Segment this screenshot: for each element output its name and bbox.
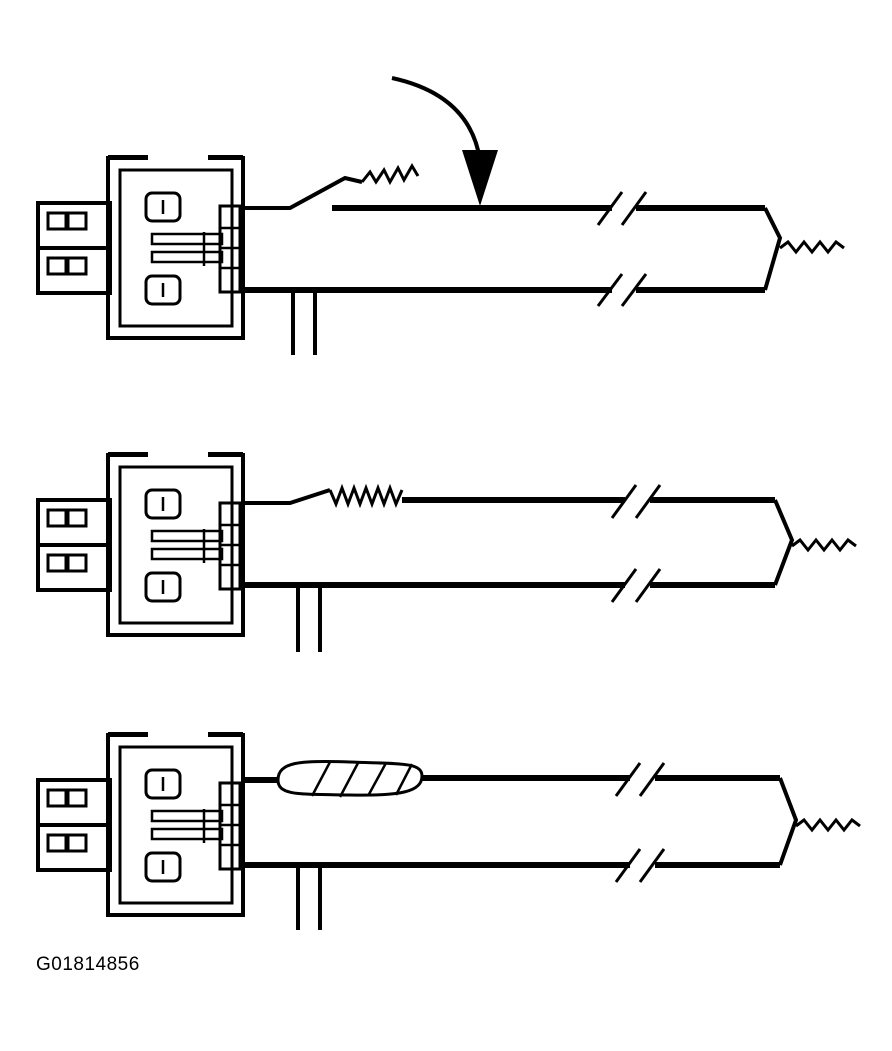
twisted-end-3 (795, 817, 861, 833)
panel-step-1 (36, 76, 845, 355)
panel-step-2 (36, 447, 857, 652)
panel-step-3 (36, 727, 861, 930)
stripped-strands-1 (360, 163, 420, 186)
figure-id: G01814856 (36, 954, 140, 975)
connector-3 (36, 727, 245, 917)
twisted-end-1 (779, 239, 845, 255)
twisted-splice-2 (328, 483, 404, 509)
connector-2 (36, 447, 245, 637)
twisted-end-2 (791, 537, 857, 553)
connector-1 (36, 150, 245, 340)
arrow-curve (391, 76, 482, 161)
arrow-head-icon (462, 150, 498, 206)
